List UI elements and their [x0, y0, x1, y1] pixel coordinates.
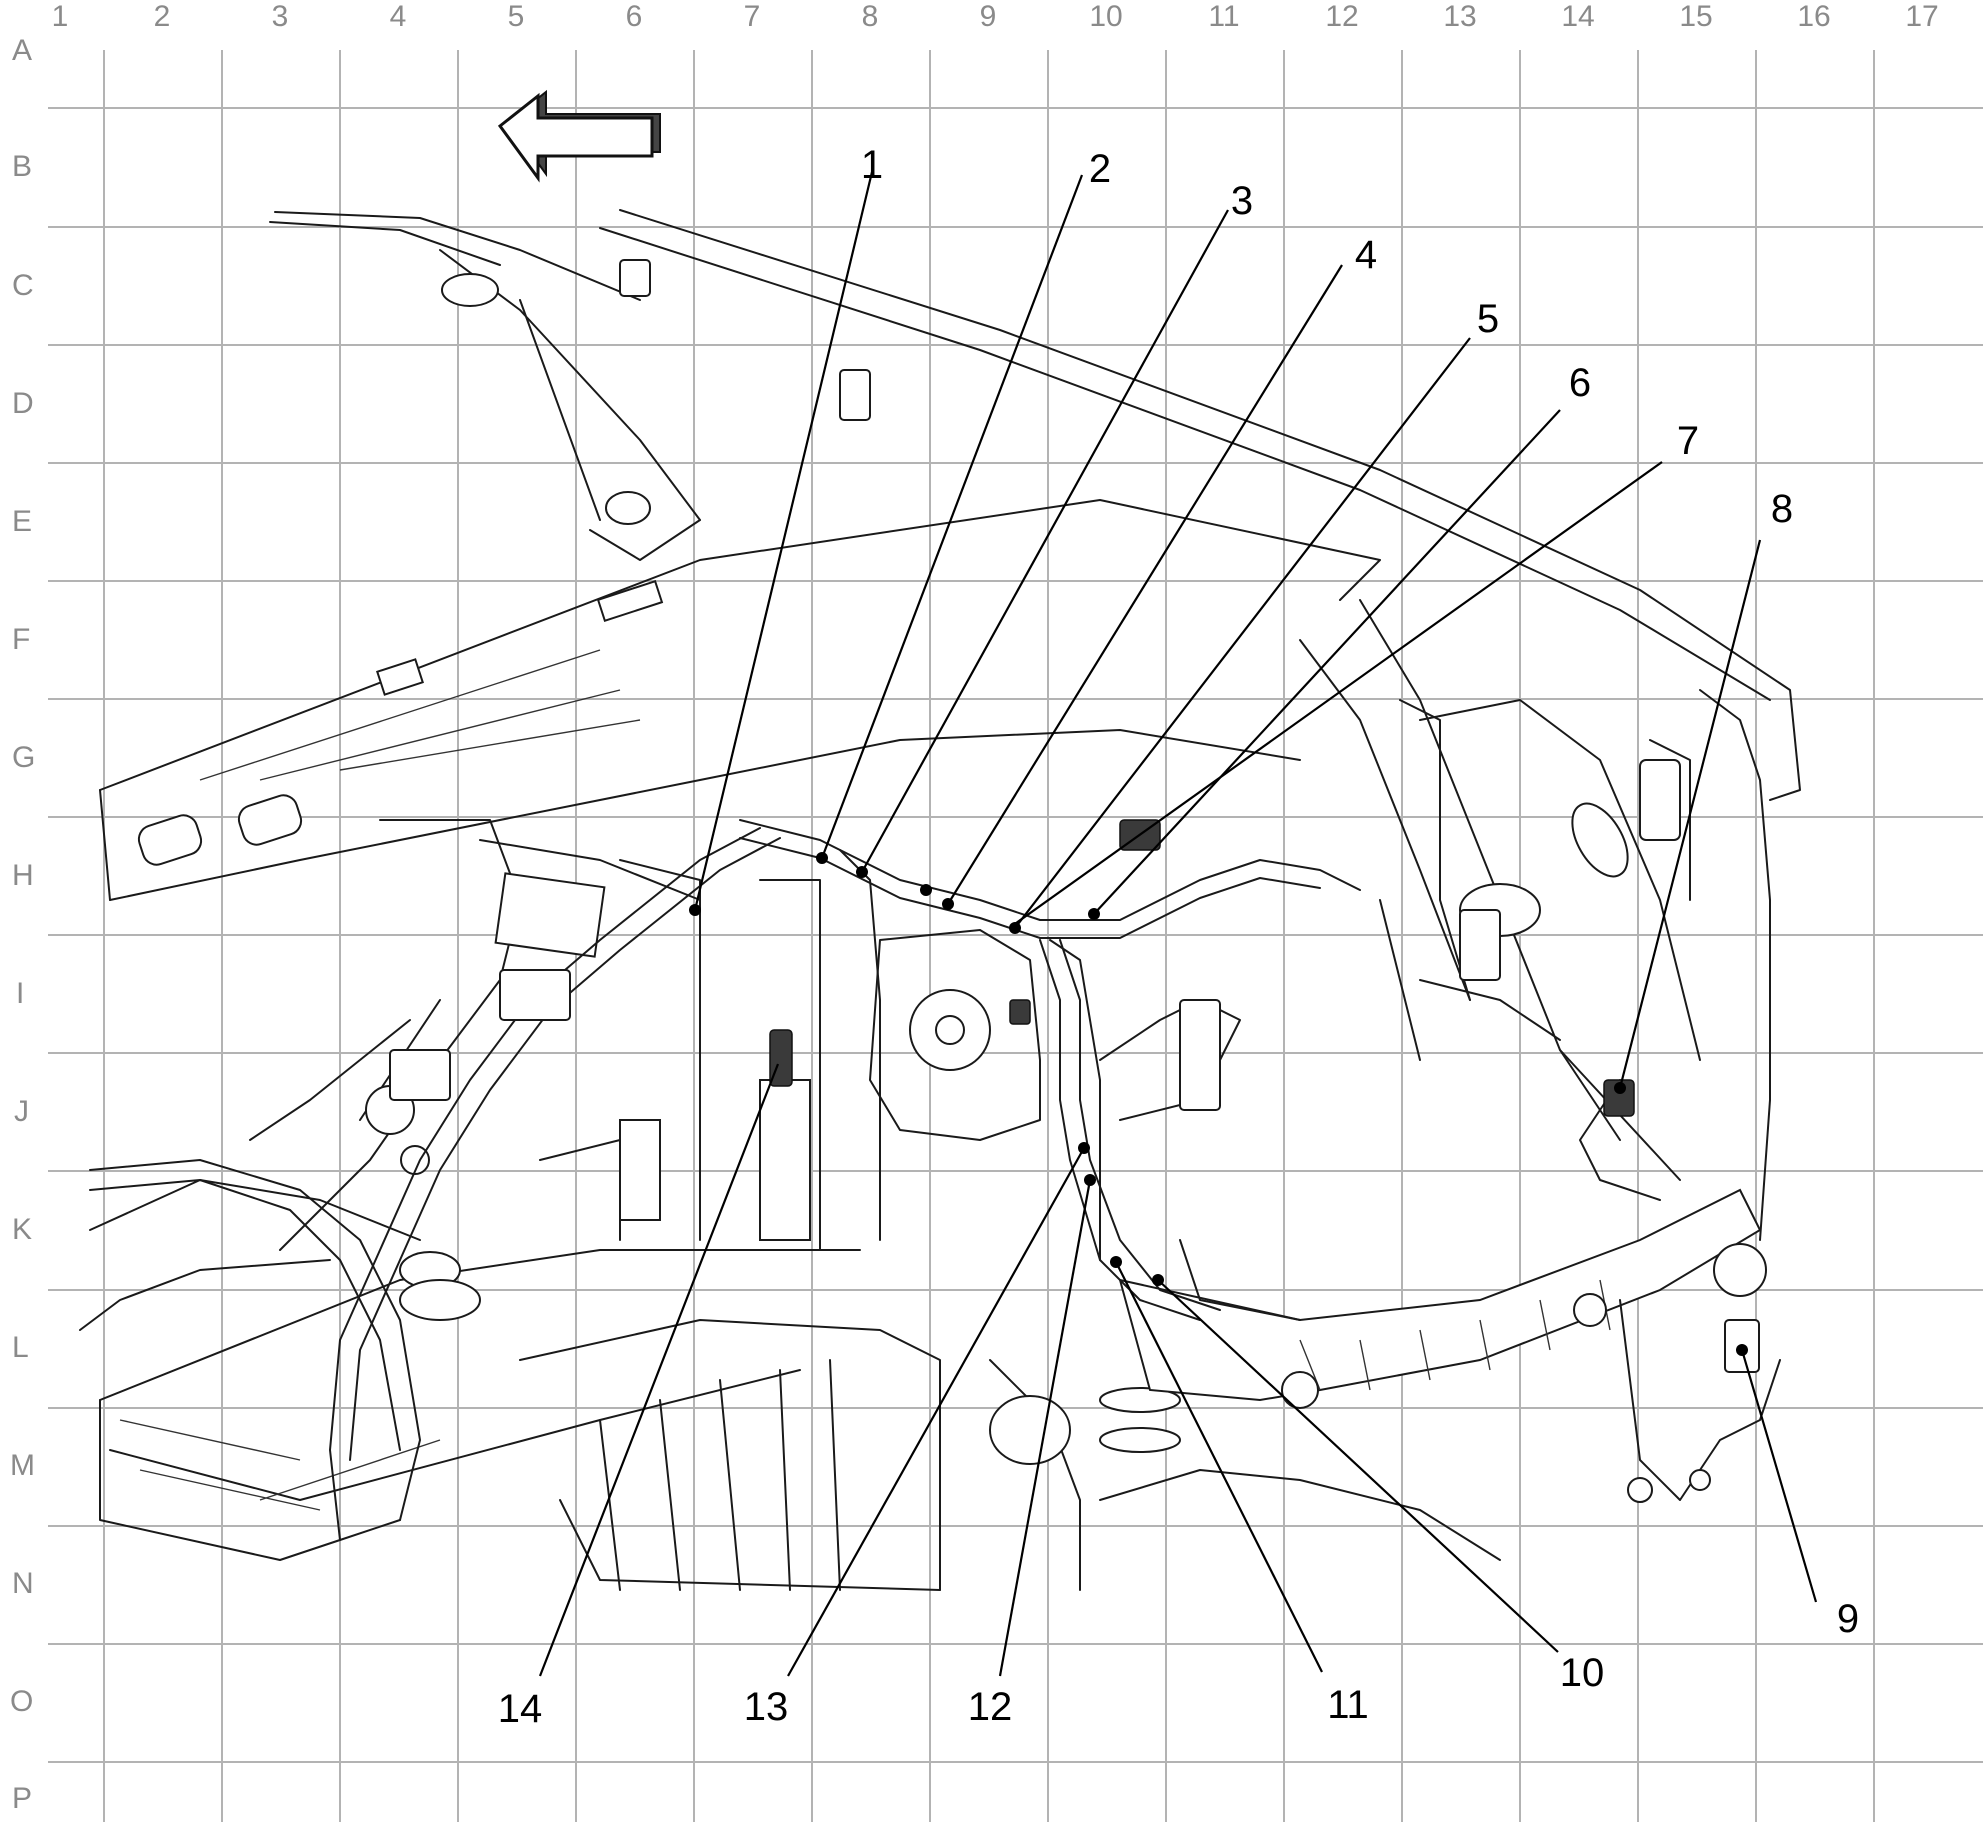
- row-label-e: E: [12, 505, 32, 538]
- forward-arrow-icon: [497, 89, 661, 183]
- col-label-5: 5: [508, 0, 525, 33]
- row-label-h: H: [12, 859, 34, 892]
- col-label-6: 6: [626, 0, 643, 33]
- leader-8: [1618, 539, 1762, 1089]
- callout-1: 1: [861, 143, 883, 187]
- col-label-16: 16: [1797, 0, 1830, 33]
- leader-10: [1157, 1279, 1559, 1653]
- col-label-17: 17: [1905, 0, 1938, 33]
- col-label-7: 7: [744, 0, 761, 33]
- leader-13: [787, 1147, 1085, 1677]
- col-label-13: 13: [1443, 0, 1476, 33]
- leader-5: [1014, 337, 1471, 929]
- col-label-12: 12: [1325, 0, 1358, 33]
- leader-3: [861, 209, 1229, 873]
- callout-dots: [689, 852, 1748, 1356]
- callout-labels: 1 2 3 4 5 6 7 8 9 10 11 12 13 14: [498, 143, 1859, 1731]
- callout-3: 3: [1231, 179, 1253, 223]
- row-label-o: O: [10, 1685, 33, 1718]
- row-label-f: F: [12, 623, 30, 656]
- row-label-b: B: [12, 150, 32, 183]
- leader-1: [693, 171, 874, 911]
- leader-7: [1011, 461, 1663, 927]
- row-label-a: A: [12, 34, 32, 67]
- row-label-j: J: [14, 1095, 29, 1128]
- row-label-c: C: [12, 269, 34, 302]
- leader-4: [947, 264, 1343, 905]
- callout-10: 10: [1560, 1651, 1605, 1695]
- callout-8: 8: [1771, 487, 1793, 531]
- grid-row-labels: A B C D E F G H I J K L M N O P: [10, 34, 35, 1815]
- leader-11: [1115, 1261, 1323, 1673]
- callout-11: 11: [1327, 1683, 1369, 1727]
- row-label-g: G: [12, 741, 35, 774]
- col-label-14: 14: [1561, 0, 1594, 33]
- callout-9: 9: [1837, 1597, 1859, 1641]
- col-label-1: 1: [52, 0, 69, 33]
- col-label-4: 4: [390, 0, 407, 33]
- callout-13: 13: [744, 1685, 789, 1729]
- col-label-15: 15: [1679, 0, 1712, 33]
- col-label-3: 3: [272, 0, 289, 33]
- callout-14: 14: [498, 1687, 543, 1731]
- vehicle-body-illustration: [79, 209, 1801, 1591]
- row-label-i: I: [16, 977, 24, 1010]
- callout-4: 4: [1355, 233, 1377, 277]
- col-label-8: 8: [862, 0, 879, 33]
- row-label-l: L: [12, 1331, 29, 1364]
- row-label-p: P: [12, 1782, 32, 1815]
- col-label-11: 11: [1208, 0, 1239, 33]
- leader-6: [1093, 409, 1561, 915]
- col-label-9: 9: [980, 0, 997, 33]
- leader-12: [998, 1179, 1092, 1677]
- leader-14: [538, 1063, 780, 1677]
- row-label-m: M: [10, 1449, 35, 1482]
- row-label-k: K: [12, 1213, 32, 1246]
- col-label-2: 2: [154, 0, 171, 33]
- callout-7: 7: [1677, 419, 1699, 463]
- leader-2: [820, 174, 1084, 859]
- callout-6: 6: [1569, 361, 1591, 405]
- leader-9: [1740, 1349, 1818, 1603]
- col-label-10: 10: [1089, 0, 1122, 33]
- callout-leaders: [538, 171, 1818, 1677]
- callout-12: 12: [968, 1685, 1013, 1729]
- callout-5: 5: [1477, 297, 1499, 341]
- row-label-d: D: [12, 387, 34, 420]
- grid-column-labels: 1 2 3 4 5 6 7 8 9 10 11 12 13 14 15 16 1…: [52, 0, 1939, 33]
- row-label-n: N: [12, 1567, 34, 1600]
- reference-grid: [48, 50, 1983, 1822]
- callout-2: 2: [1089, 147, 1111, 191]
